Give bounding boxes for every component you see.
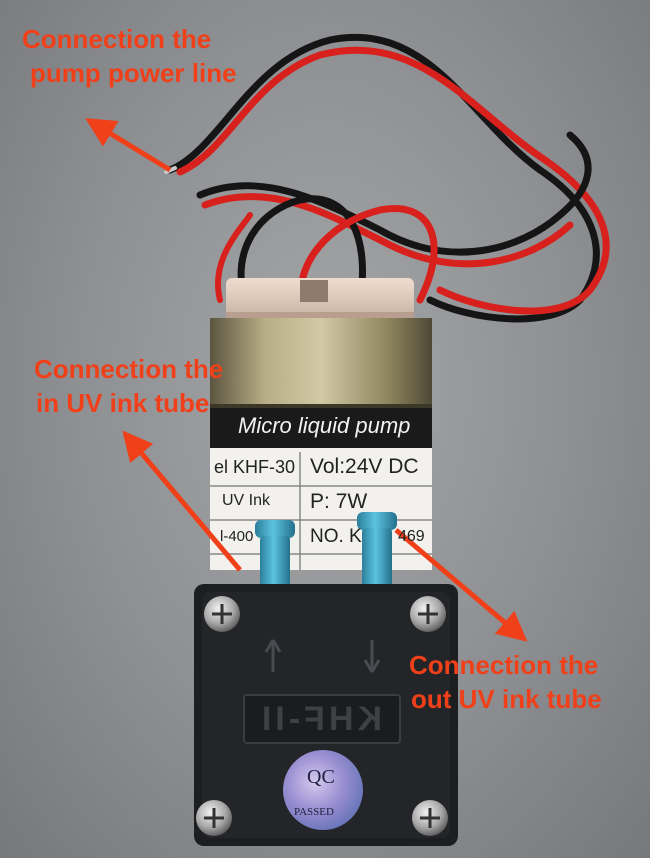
- motor-label: [210, 408, 432, 570]
- callout-power-line2: pump power line: [30, 58, 237, 89]
- nozzles: [255, 512, 397, 592]
- label-power: P: 7W: [310, 490, 368, 513]
- arrow-out-tube: [394, 528, 528, 642]
- qc-seal-top: QC: [307, 766, 335, 788]
- label-ink: UV Ink: [222, 492, 271, 509]
- arrow-power: [85, 118, 172, 173]
- callout-power-line1: Connection the: [22, 24, 212, 54]
- motor-can: [210, 318, 432, 412]
- motor-cap: [226, 278, 414, 320]
- callout-out-line1: Connection the: [409, 650, 599, 680]
- callout-in-line2: in UV ink tube: [36, 388, 210, 419]
- label-voltage: Vol:24V DC: [310, 455, 419, 478]
- label-model: el KHF-30: [214, 457, 296, 477]
- label-number-tail: 469: [398, 528, 425, 545]
- pump-head: [194, 584, 458, 846]
- power-wires: [164, 34, 610, 323]
- arrow-in-tube: [122, 430, 242, 572]
- screws: [196, 596, 448, 836]
- callout-out-tube: Connection the out UV ink tube: [409, 648, 602, 717]
- callout-power-line: Connection the pump power line: [22, 22, 237, 91]
- qc-seal-bottom: PASSED: [294, 806, 334, 818]
- annotation-arrows: [85, 118, 528, 642]
- callout-out-line2: out UV ink tube: [411, 684, 602, 715]
- qc-seal: [283, 750, 363, 830]
- callout-in-line1: Connection the: [34, 354, 224, 384]
- callout-in-tube: Connection the in UV ink tube: [34, 352, 223, 421]
- label-title: Micro liquid pump: [238, 413, 411, 438]
- label-flow: l-400: [220, 528, 254, 545]
- label-number: NO. K: [310, 526, 362, 547]
- brand-plate: KHF-II: [257, 700, 382, 738]
